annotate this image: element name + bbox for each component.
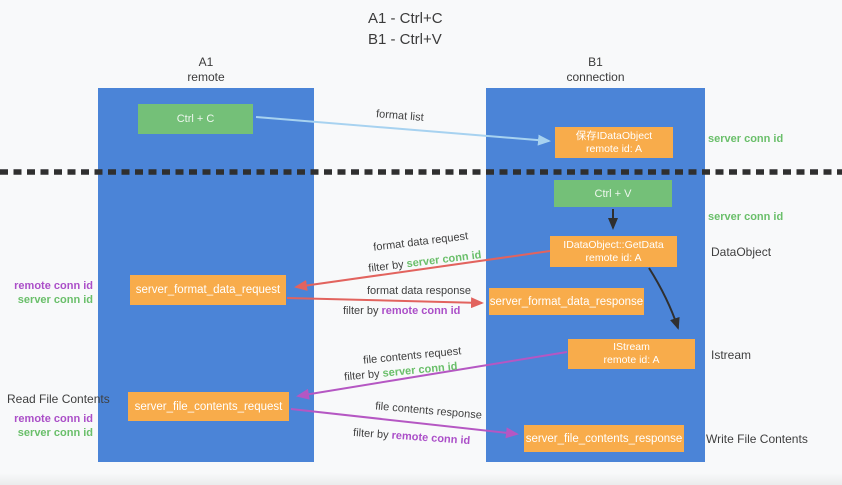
- title-line-2: B1 - Ctrl+V: [368, 31, 442, 48]
- left-conn-id-stack-2: remote conn id server conn id: [7, 412, 93, 440]
- filter-by-text: filter by: [343, 367, 384, 384]
- lifeline-b1-header: B1 connection: [486, 55, 705, 85]
- node-istream: IStream remote id: A: [568, 339, 695, 369]
- node-save-idataobject: 保存IDataObject remote id: A: [555, 127, 673, 158]
- label-filter-by-server-conn-id-2: filter by server conn id: [344, 361, 458, 384]
- label-server-conn-id-right-top: server conn id: [708, 133, 784, 145]
- lifeline-a1-header: A1 remote: [98, 55, 314, 85]
- node-istream-line1: IStream: [613, 341, 650, 353]
- label-filter-by-server-conn-id-1: filter by server conn id: [368, 249, 482, 275]
- node-idataobject-getdata-line2: remote id: A: [585, 251, 642, 264]
- node-ctrl-v: Ctrl + V: [554, 180, 672, 207]
- remote-conn-id-text: remote conn id: [381, 305, 461, 317]
- lifeline-a1-subtitle: remote: [187, 70, 225, 84]
- node-save-idataobject-line2: remote id: A: [585, 142, 643, 155]
- label-format-data-request: format data request: [372, 230, 469, 254]
- server-conn-id-text: server conn id: [405, 249, 483, 271]
- label-file-contents-response: file contents response: [374, 400, 483, 422]
- remote-conn-id-text: remote conn id: [391, 429, 471, 448]
- filter-by-text: filter by: [352, 426, 392, 442]
- label-filter-by-remote-conn-id-2: filter by remote conn id: [353, 427, 471, 447]
- lifeline-b1-subtitle: connection: [566, 70, 625, 84]
- label-filter-by-remote-conn-id-1: filter by remote conn id: [343, 305, 460, 317]
- label-read-file-contents: Read File Contents: [7, 392, 110, 406]
- label-format-list: format list: [375, 108, 425, 124]
- node-ctrl-c: Ctrl + C: [138, 104, 253, 134]
- title-line-1: A1 - Ctrl+C: [368, 10, 443, 27]
- node-server-file-contents-response: server_file_contents_response: [524, 425, 684, 452]
- lifeline-b1-name: B1: [588, 55, 603, 69]
- label-dataobject: DataObject: [711, 245, 772, 259]
- left-conn-id-stack-1: remote conn id server conn id: [7, 279, 93, 307]
- node-server-file-contents-request: server_file_contents_request: [128, 392, 289, 421]
- label-remote-conn-id-left-2: remote conn id: [14, 413, 93, 425]
- filter-by-text: filter by: [367, 258, 408, 275]
- node-idataobject-getdata: IDataObject::GetData remote id: A: [550, 236, 677, 267]
- label-istream: Istream: [711, 348, 752, 362]
- label-format-data-response: format data response: [367, 285, 471, 297]
- node-save-idataobject-line1: 保存IDataObject: [575, 129, 653, 142]
- diagram-title: A1 - Ctrl+C B1 - Ctrl+V: [368, 8, 443, 50]
- label-write-file-contents: Write File Contents: [706, 432, 808, 446]
- arrow-format-data-response: [286, 297, 484, 309]
- label-server-conn-id-left-1: server conn id: [17, 294, 93, 306]
- filter-by-text: filter by: [343, 305, 382, 317]
- label-remote-conn-id-left-1: remote conn id: [14, 280, 93, 292]
- label-server-conn-id-left-2: server conn id: [17, 427, 93, 439]
- node-idataobject-getdata-line1: IDataObject::GetData: [563, 238, 664, 251]
- label-server-conn-id-right-mid: server conn id: [708, 211, 784, 223]
- lifeline-a1-name: A1: [198, 55, 214, 69]
- node-server-format-data-response: server_format_data_response: [489, 288, 644, 315]
- node-istream-line2: remote id: A: [603, 354, 660, 366]
- node-server-format-data-request: server_format_data_request: [130, 275, 286, 305]
